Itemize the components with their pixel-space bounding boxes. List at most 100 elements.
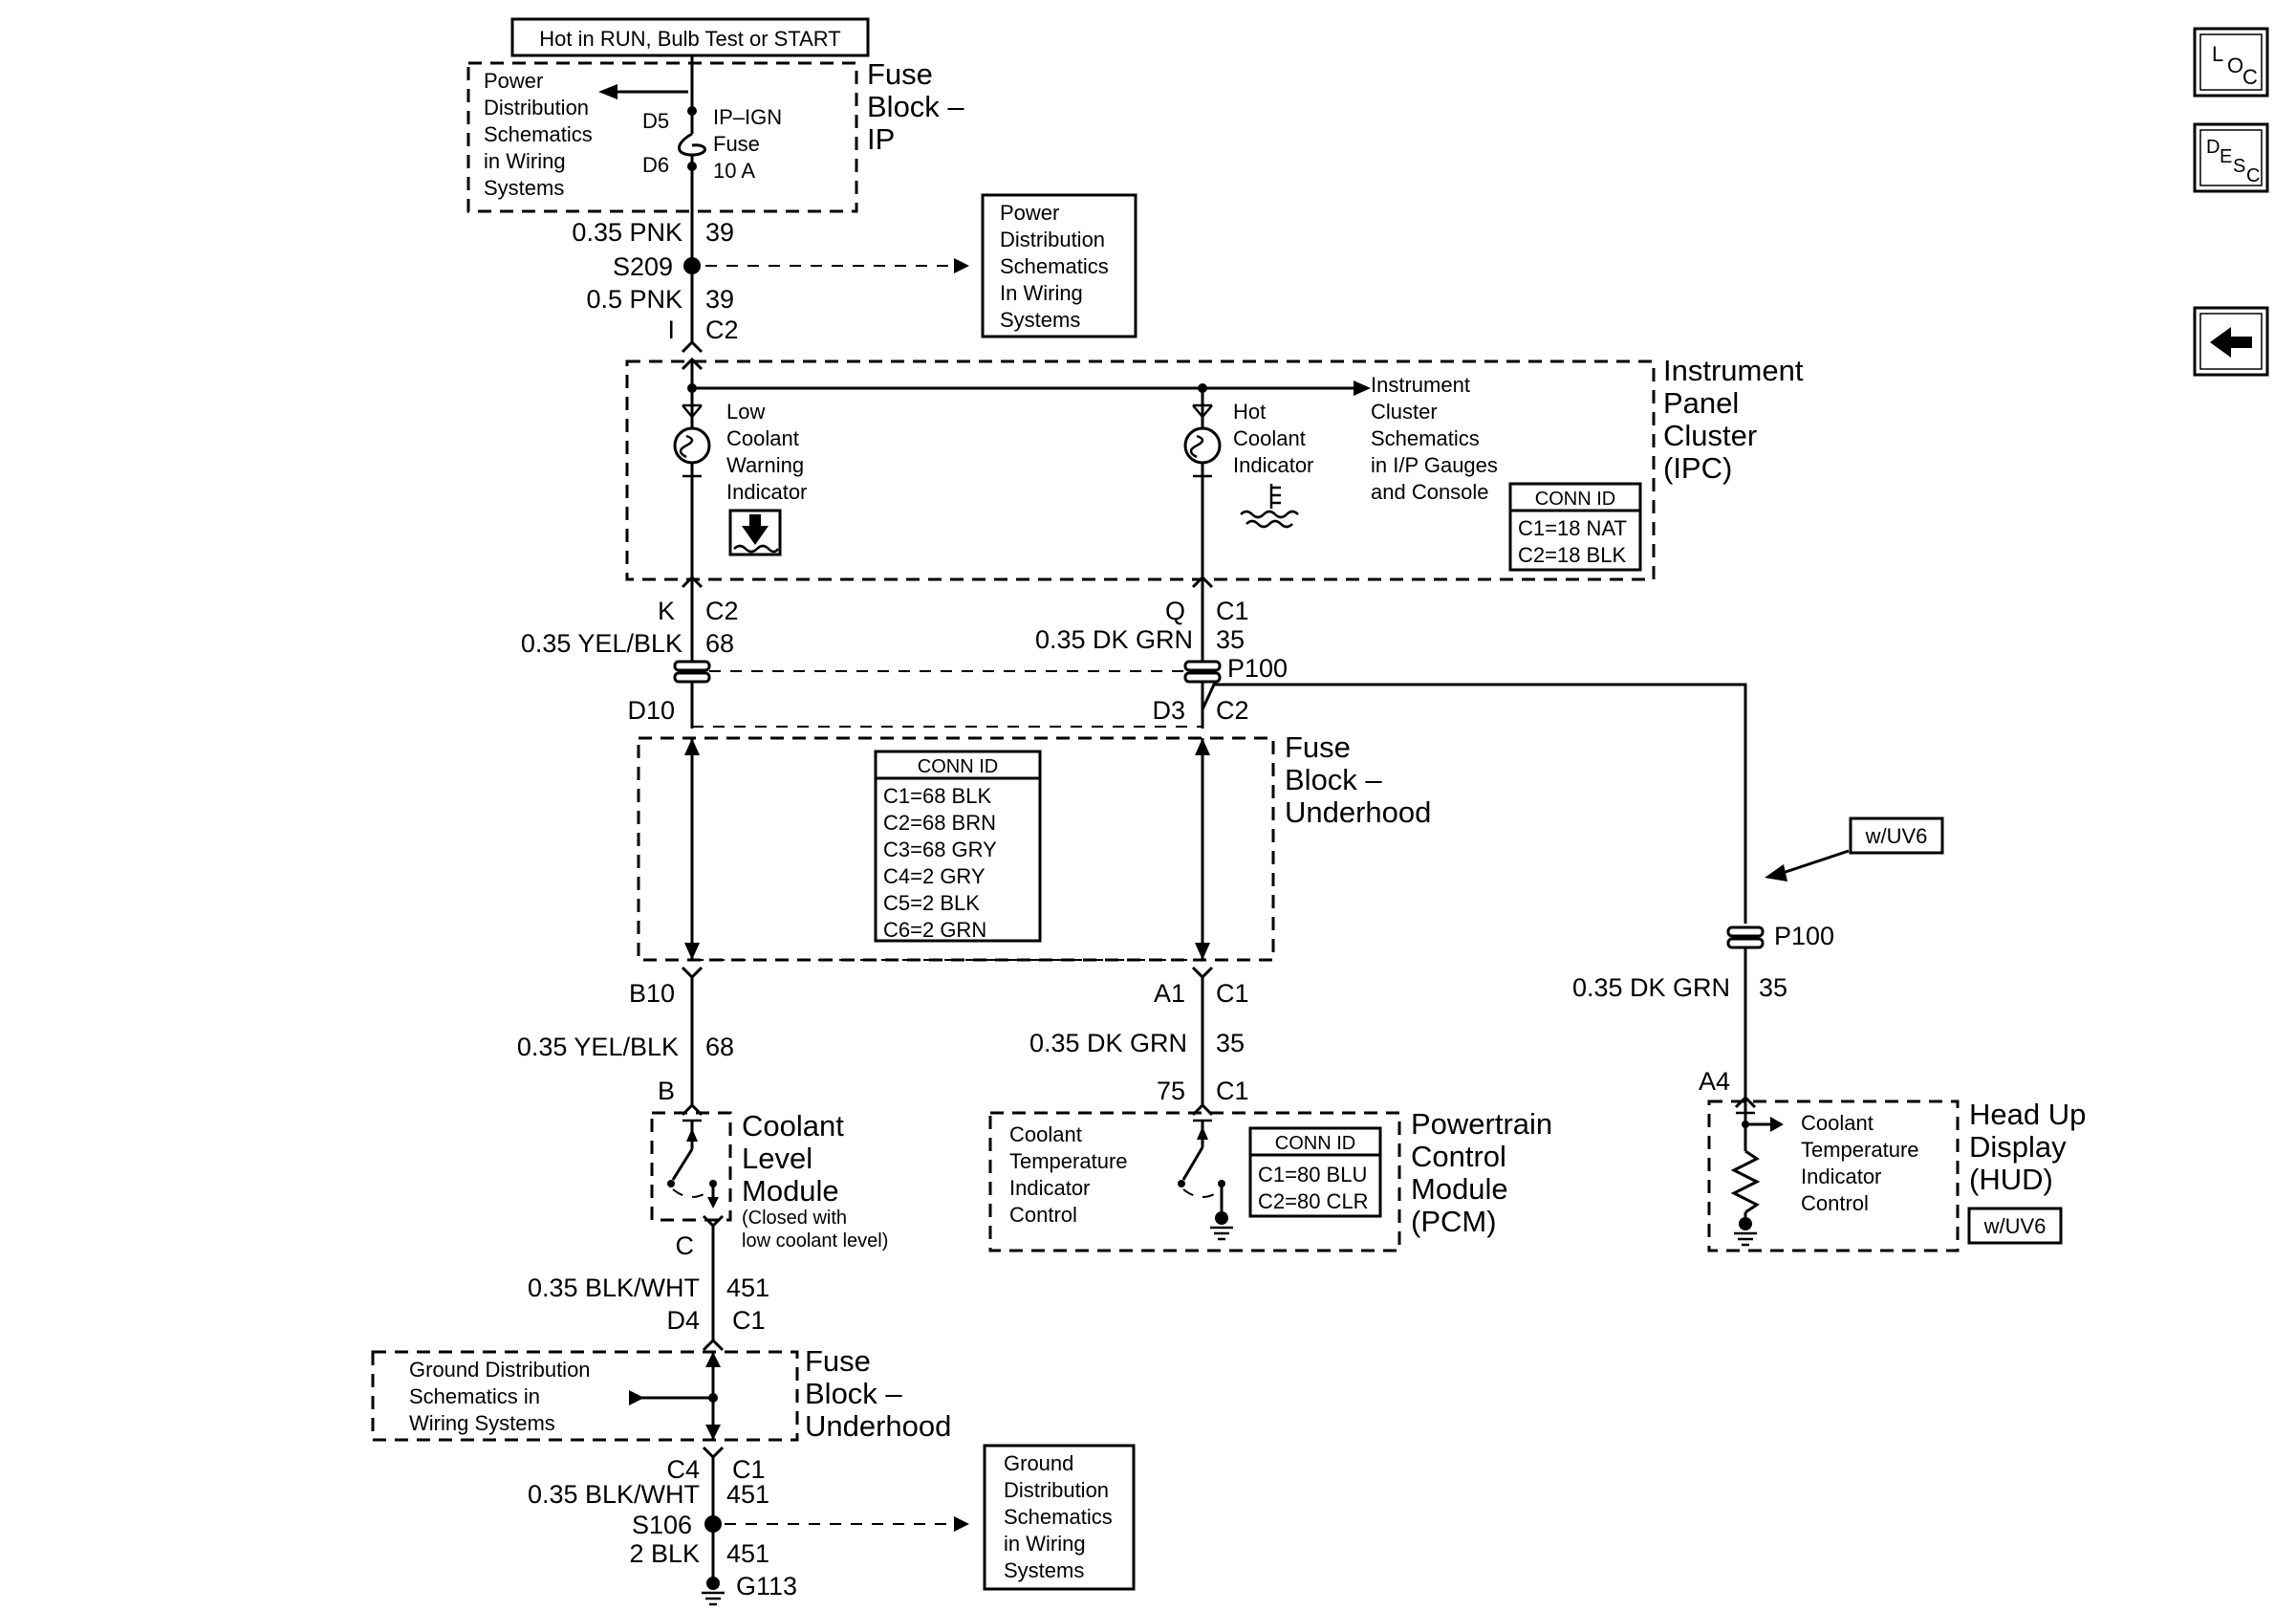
desc-letter: E [2220, 146, 2232, 167]
mid-wires: K C2 0.35 YEL/BLK 68 Q C1 0.35 DK GRN 35… [521, 575, 1747, 924]
wire-label: 0.35 BLK/WHT [528, 1274, 700, 1302]
module-note: (Closed with [742, 1208, 847, 1229]
pin-d6: D6 [642, 153, 669, 177]
control-label: Coolant [1801, 1111, 1874, 1135]
power-ref-box: Power Distribution Schematics In Wiring … [981, 193, 1137, 338]
head-up-display: Head Up Display (HUD) Coolant Temperatur… [1707, 1095, 2086, 1252]
wire-label: 0.35 DK GRN [1572, 973, 1730, 1002]
ref-text: in Wiring [1004, 1532, 1086, 1556]
indicator-label: Indicator [726, 480, 807, 504]
ref-text: Distribution [1004, 1478, 1109, 1502]
circuit-number: 39 [705, 285, 734, 314]
indicator-label: Low [726, 400, 765, 424]
fuse-icon [678, 132, 706, 157]
ipc-name: Instrument [1663, 354, 1804, 387]
circuit-number: 68 [705, 1033, 734, 1061]
fuse-block-name: Block – [1285, 763, 1382, 796]
desc-letter: D [2206, 137, 2220, 158]
connector-label: C1 [732, 1455, 766, 1484]
lower-wires: B10 A1 C1 0.35 YEL/BLK 68 0.35 DK GRN 35… [517, 959, 1249, 1107]
inline-label: P100 [1774, 922, 1834, 950]
hot-label-text: Hot in RUN, Bulb Test or START [539, 27, 840, 51]
low-coolant-symbol-icon [728, 509, 782, 556]
circuit-number: 451 [726, 1539, 769, 1568]
fuse-block-name: Fuse [805, 1344, 871, 1378]
inline-label: P100 [1227, 654, 1288, 683]
pin-label: D4 [666, 1306, 700, 1335]
underhood-conn-id-table: CONN ID C1=68 BLK C2=68 BRN C3=68 GRY C4… [874, 750, 1042, 943]
arrow-up-icon [705, 1352, 721, 1367]
pin-label: C [676, 1231, 695, 1260]
ground-ref-box: Ground Distribution Schematics in Wiring… [983, 1444, 1136, 1591]
ref-text: Power [1000, 201, 1059, 225]
splice-label: S209 [613, 252, 673, 281]
inline-connector-icon [673, 660, 711, 684]
fuse-block-ip-name: Block – [867, 90, 964, 123]
conn-id-row: C2=80 CLR [1258, 1189, 1369, 1213]
connector-label: C2 [1216, 696, 1249, 725]
control-label: Control [1009, 1203, 1077, 1227]
fuse-block-underhood: Fuse Block – Underhood CONN ID C1=68 BLK… [637, 730, 1431, 962]
ground-section: 0.35 BLK/WHT 451 D4 C1 Ground Distributi… [371, 1274, 1136, 1606]
control-label: Indicator [1009, 1176, 1090, 1200]
conn-id-row: C4=2 GRY [883, 864, 986, 888]
conn-id-row: C6=2 GRN [883, 918, 986, 942]
module-name: (HUD) [1969, 1163, 2053, 1196]
conn-id-title: CONN ID [918, 756, 998, 777]
fuse-block-name: Fuse [1285, 730, 1351, 764]
control-label: Temperature [1009, 1149, 1128, 1173]
arrow-up-icon [1195, 738, 1210, 755]
pin-d5: D5 [642, 109, 669, 133]
ref-text: Schematics [1000, 254, 1109, 278]
circuit-number: 39 [705, 218, 734, 247]
back-button[interactable] [2193, 306, 2269, 377]
switch-icon [671, 1148, 694, 1181]
module-name: Module [742, 1174, 839, 1208]
wire-label: 0.35 YEL/BLK [521, 629, 682, 658]
ipc-name: (IPC) [1663, 451, 1732, 485]
loc-button[interactable]: L O C [2193, 27, 2269, 98]
power-ref-text: in Wiring [484, 149, 566, 173]
ipc-conn-id-table: CONN ID C1=18 NAT C2=18 BLK [1508, 482, 1642, 572]
ref-text: Instrument [1371, 373, 1470, 397]
module-name: Coolant [742, 1109, 844, 1143]
power-ref-text: Power [484, 69, 543, 93]
fuse-block-name: Block – [805, 1377, 902, 1410]
loc-letter: C [2242, 65, 2258, 89]
arrow-right-icon [629, 1390, 644, 1405]
connector-label: C2 [705, 316, 739, 344]
fuse-label: 10 A [713, 159, 755, 183]
module-name: (PCM) [1411, 1205, 1497, 1238]
module-name: Level [742, 1142, 812, 1175]
splice-dot [704, 1515, 722, 1533]
wire-label: 0.35 PNK [572, 218, 682, 247]
pin-label: D3 [1152, 696, 1185, 725]
indicator-label: Coolant [1233, 426, 1306, 450]
module-name: Module [1411, 1172, 1508, 1206]
conn-id-row: C3=68 GRY [883, 838, 997, 861]
connector-label: C1 [1216, 597, 1249, 625]
pin-label: Q [1165, 597, 1185, 625]
ref-text: Ground [1004, 1451, 1073, 1475]
arrow-down-icon [705, 1425, 721, 1440]
module-name: Powertrain [1411, 1107, 1552, 1141]
fuse-block-name: Underhood [805, 1409, 951, 1443]
ref-text: In Wiring [1000, 281, 1083, 305]
ref-text: in I/P Gauges [1371, 453, 1498, 477]
ref-text: Distribution [1000, 228, 1105, 251]
indicator-label: Indicator [1233, 453, 1313, 477]
hot-in-run-label: Hot in RUN, Bulb Test or START [510, 17, 870, 57]
desc-button[interactable]: D E S C [2193, 122, 2269, 193]
pin-label: D10 [627, 696, 675, 725]
power-ref-text: Distribution [484, 96, 589, 120]
arrow-icon [1765, 864, 1787, 882]
connector-label: C1 [732, 1306, 766, 1335]
hot-coolant-symbol-icon [1240, 484, 1299, 529]
module-name: Head Up [1969, 1098, 2086, 1131]
wire-label: 0.5 PNK [586, 285, 682, 314]
splice-label: S106 [632, 1511, 692, 1539]
fuse-block-name: Underhood [1285, 795, 1431, 829]
loc-letter: L [2212, 42, 2223, 66]
ref-text: Wiring Systems [409, 1411, 555, 1435]
ref-text: and Console [1371, 480, 1489, 504]
